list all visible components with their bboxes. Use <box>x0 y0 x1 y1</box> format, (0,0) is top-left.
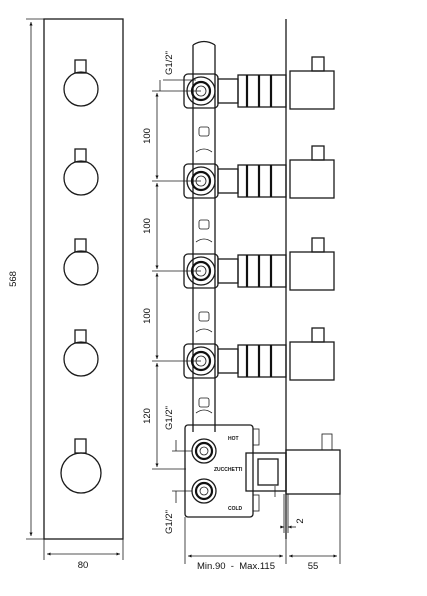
width-dimension-label: 80 <box>78 560 89 571</box>
thermostatic-mixer: HOT ZUCCHETTI COLD <box>184 424 341 518</box>
gap-label: 2 <box>295 518 306 523</box>
height-dimension-label: 568 <box>8 271 19 287</box>
mixer-body <box>184 424 254 518</box>
thread-mixer-bottom-label: G1/2" <box>164 510 175 534</box>
thread-mixer-top-label: G1/2" <box>164 406 175 430</box>
diverter-unit-4 <box>183 327 335 381</box>
diverter-unit-3 <box>183 237 335 291</box>
handle-depth-label: 55 <box>308 561 319 572</box>
knob-3 <box>63 238 99 286</box>
brand-label: ZUCCHETTI <box>214 467 243 473</box>
pitch-label-1: 100 <box>142 128 153 144</box>
thread-top-label: G1/2" <box>164 51 175 75</box>
diverter-unit-1 <box>183 56 335 110</box>
diverter-unit-2 <box>183 145 335 199</box>
pitch-label-mixer: 120 <box>142 408 153 424</box>
front-plate <box>43 18 124 540</box>
cold-label: COLD <box>228 506 243 512</box>
pitch-label-3: 100 <box>142 308 153 324</box>
depth-range-label: Min.90 - Max.115 <box>197 561 275 572</box>
thermostatic-knob <box>60 438 102 494</box>
mounting-rail <box>192 45 216 432</box>
knob-1 <box>63 59 99 107</box>
hot-label: HOT <box>228 436 239 442</box>
knob-4 <box>63 329 99 377</box>
knob-2 <box>63 148 99 196</box>
side-view: HOT ZUCCHETTI COLD G1/2" 100 100 100 120 <box>142 19 341 572</box>
front-view: 568 80 <box>8 18 124 571</box>
pitch-label-2: 100 <box>142 218 153 234</box>
